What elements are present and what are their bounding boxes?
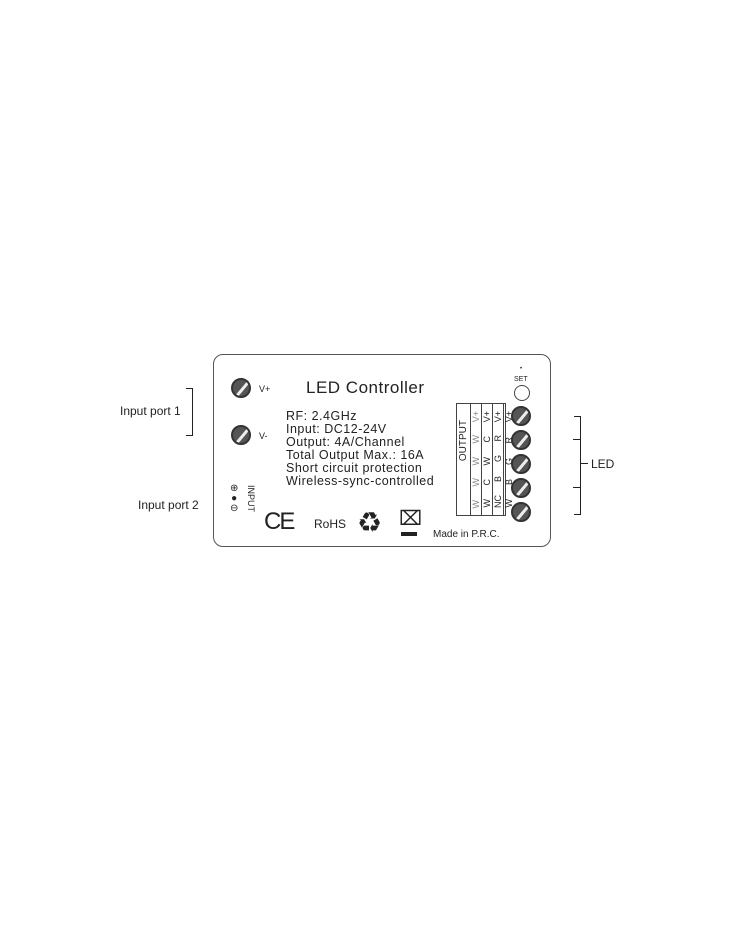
input-port-2-label: Input port 2 bbox=[138, 498, 199, 512]
set-label: SET bbox=[514, 376, 528, 383]
bracket-divider bbox=[573, 487, 580, 488]
board-title: LED Controller bbox=[306, 378, 425, 397]
output-terminal-screw bbox=[511, 406, 531, 426]
weee-bar bbox=[401, 532, 417, 536]
pin-label: V+ bbox=[493, 410, 503, 422]
vplus-terminal-screw bbox=[231, 378, 251, 398]
output-terminal-screw bbox=[511, 478, 531, 498]
pin-label: NC bbox=[493, 495, 503, 509]
output-terminal-screw bbox=[511, 430, 531, 450]
vminus-label: V- bbox=[259, 431, 268, 441]
dc-polarity-icon: ⊕●⊖ bbox=[230, 483, 239, 514]
input-port-1-label: Input port 1 bbox=[120, 404, 181, 418]
set-button[interactable] bbox=[514, 385, 530, 401]
input-label: INPUT bbox=[246, 485, 256, 512]
led-bracket-tick bbox=[580, 463, 588, 464]
recycle-icon: ♻ bbox=[357, 507, 383, 538]
vminus-terminal-screw bbox=[231, 425, 251, 445]
controller-board bbox=[213, 354, 551, 547]
weee-bin-icon: ⌧ bbox=[399, 508, 423, 530]
output-terminal-screw bbox=[511, 454, 531, 474]
spec-item: Input: DC12-24V bbox=[286, 422, 387, 436]
pin-label: W bbox=[471, 434, 481, 444]
led-bracket bbox=[574, 416, 581, 515]
pin-label: W bbox=[471, 499, 481, 509]
pin-label: V+ bbox=[471, 410, 481, 422]
spec-item: Total Output Max.: 16A bbox=[286, 448, 425, 462]
rohs-mark: RoHS bbox=[314, 517, 347, 531]
spec-list: RF: 2.4GHz Input: DC12-24V Output: 4A/Ch… bbox=[286, 410, 434, 488]
spec-item: Wireless-sync-controlled bbox=[286, 474, 435, 488]
bracket-divider bbox=[573, 439, 580, 440]
pin-label: V+ bbox=[482, 410, 492, 423]
output-terminal-screw bbox=[511, 502, 531, 522]
made-in-label: Made in P.R.C. bbox=[433, 529, 500, 540]
pin-label: W bbox=[482, 456, 492, 466]
pin-label: C bbox=[482, 436, 492, 443]
led-label: LED bbox=[591, 457, 615, 471]
pin-label: G bbox=[493, 455, 503, 463]
ce-mark: CE bbox=[264, 508, 295, 535]
pin-label: B bbox=[493, 475, 503, 482]
spec-item: Output: 4A/Channel bbox=[286, 435, 405, 449]
spec-item: Short circuit protection bbox=[286, 461, 423, 475]
spec-item: RF: 2.4GHz bbox=[286, 409, 357, 423]
vplus-label: V+ bbox=[259, 384, 271, 394]
pin-label: R bbox=[493, 435, 503, 442]
pin-label: W bbox=[482, 499, 492, 508]
pin-label: C bbox=[482, 479, 492, 486]
pin-label: W bbox=[471, 478, 481, 487]
input-port-1-bracket bbox=[186, 388, 193, 436]
pin-label: W bbox=[471, 456, 481, 466]
